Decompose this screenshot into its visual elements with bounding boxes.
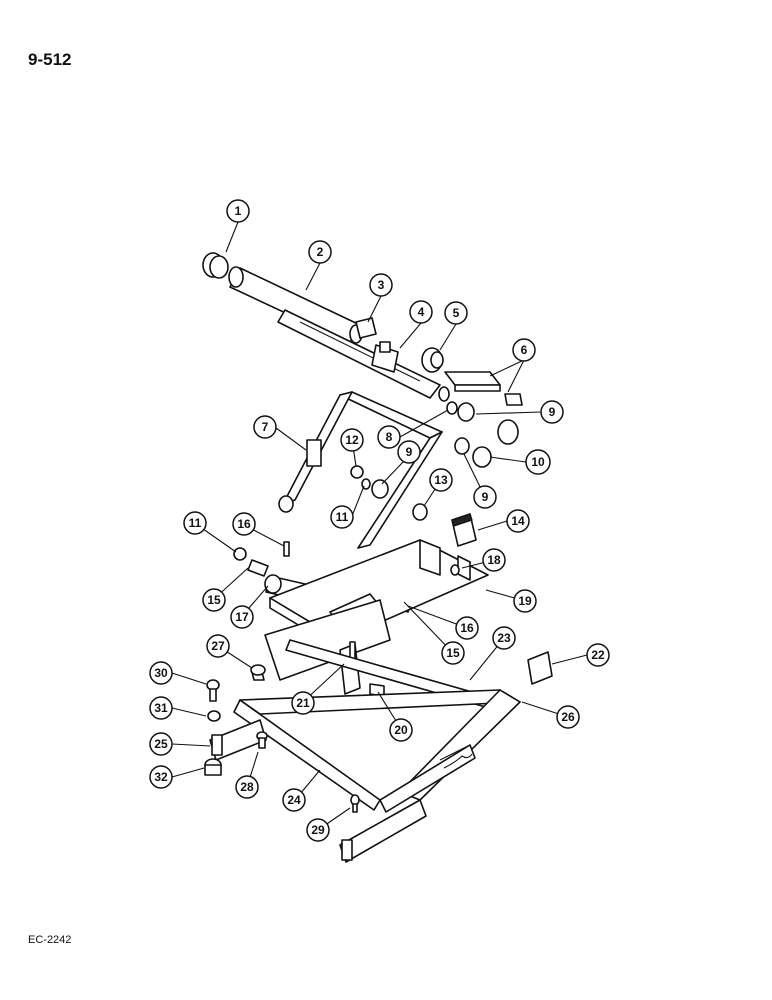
- svg-text:32: 32: [154, 770, 168, 784]
- svg-text:12: 12: [345, 433, 359, 447]
- svg-text:26: 26: [561, 710, 575, 724]
- svg-text:19: 19: [518, 594, 532, 608]
- part-small-bracket: [527, 651, 553, 685]
- svg-text:11: 11: [336, 510, 349, 524]
- svg-text:28: 28: [240, 780, 254, 794]
- svg-text:14: 14: [511, 514, 525, 528]
- svg-text:6: 6: [521, 343, 528, 357]
- svg-text:18: 18: [487, 553, 501, 567]
- callout-20: 20: [389, 718, 413, 742]
- callout-30: 30: [149, 661, 173, 685]
- part-lower-frame: [233, 689, 521, 813]
- callout-12: 12: [340, 428, 364, 452]
- callout-6: 6: [512, 338, 536, 362]
- svg-text:13: 13: [434, 473, 448, 487]
- callout-7: 7: [253, 415, 277, 439]
- callout-8: 8: [377, 425, 401, 449]
- page-number: 9-512: [28, 50, 72, 69]
- callout-16b: 16: [455, 616, 479, 640]
- svg-text:29: 29: [311, 823, 325, 837]
- callout-32: 32: [149, 765, 173, 789]
- svg-text:3: 3: [378, 278, 385, 292]
- callout-26: 26: [556, 705, 580, 729]
- callouts: 1 2 3 4 5 6 7 8 9 9 9 10 11 11 12 13 14 …: [149, 199, 610, 842]
- svg-text:15: 15: [207, 593, 221, 607]
- callout-28: 28: [235, 775, 259, 799]
- callout-1: 1: [226, 199, 250, 223]
- callout-13: 13: [429, 468, 453, 492]
- callout-11a: 11: [330, 505, 354, 529]
- svg-text:27: 27: [211, 639, 225, 653]
- part-bushing: [421, 347, 444, 373]
- part-wedge-pads: [444, 371, 523, 406]
- callout-19: 19: [513, 589, 537, 613]
- callout-21: 21: [291, 691, 315, 715]
- part-bolt-13: [412, 503, 428, 521]
- svg-text:4: 4: [418, 305, 425, 319]
- svg-text:8: 8: [386, 430, 393, 444]
- svg-text:15: 15: [446, 646, 460, 660]
- svg-text:5: 5: [453, 306, 460, 320]
- callout-23: 23: [492, 626, 516, 650]
- svg-text:17: 17: [235, 610, 249, 624]
- callout-15a: 15: [202, 588, 226, 612]
- svg-text:1: 1: [235, 204, 242, 218]
- part-upper-tube: [228, 266, 450, 402]
- svg-text:23: 23: [497, 631, 511, 645]
- svg-text:25: 25: [154, 737, 168, 751]
- callout-9b: 9: [397, 440, 421, 464]
- reference-code: EC-2242: [28, 934, 72, 946]
- svg-text:9: 9: [482, 490, 489, 504]
- callout-9c: 9: [473, 485, 497, 509]
- callout-11b: 11: [183, 511, 207, 535]
- callout-4: 4: [409, 300, 433, 324]
- svg-text:21: 21: [296, 696, 310, 710]
- svg-text:24: 24: [287, 793, 301, 807]
- svg-text:31: 31: [154, 701, 168, 715]
- callout-14: 14: [506, 509, 530, 533]
- svg-text:22: 22: [591, 648, 605, 662]
- part-washers-bushings: [350, 401, 519, 499]
- callout-27: 27: [206, 634, 230, 658]
- callout-16a: 16: [232, 512, 256, 536]
- svg-text:11: 11: [189, 516, 202, 530]
- svg-text:30: 30: [154, 666, 168, 680]
- callout-18: 18: [482, 548, 506, 572]
- part-fasteners: [204, 664, 268, 776]
- part-small-sleeve: [355, 317, 377, 339]
- callout-31: 31: [149, 696, 173, 720]
- part-left-rail: [209, 719, 267, 761]
- part-end-cap: [202, 252, 229, 279]
- svg-text:9: 9: [406, 445, 413, 459]
- svg-text:7: 7: [262, 420, 269, 434]
- parts-drawing: [202, 252, 553, 863]
- svg-text:9: 9: [549, 405, 556, 419]
- part-block: [451, 513, 477, 547]
- svg-text:16: 16: [237, 517, 251, 531]
- callout-9a: 9: [540, 400, 564, 424]
- callout-22: 22: [586, 643, 610, 667]
- callout-29: 29: [306, 818, 330, 842]
- svg-text:2: 2: [317, 245, 324, 259]
- svg-text:10: 10: [531, 455, 545, 469]
- part-scissor-arm: [278, 391, 443, 549]
- part-bracket: [371, 341, 399, 373]
- callout-10: 10: [525, 449, 551, 475]
- callout-17: 17: [230, 605, 254, 629]
- part-right-rail: [339, 794, 427, 863]
- callout-24: 24: [282, 788, 306, 812]
- callout-3: 3: [369, 273, 393, 297]
- callout-5: 5: [444, 301, 468, 325]
- svg-text:16: 16: [460, 621, 474, 635]
- callout-25: 25: [149, 732, 173, 756]
- callout-15b: 15: [441, 641, 465, 665]
- svg-text:20: 20: [394, 723, 408, 737]
- callout-2: 2: [308, 240, 332, 264]
